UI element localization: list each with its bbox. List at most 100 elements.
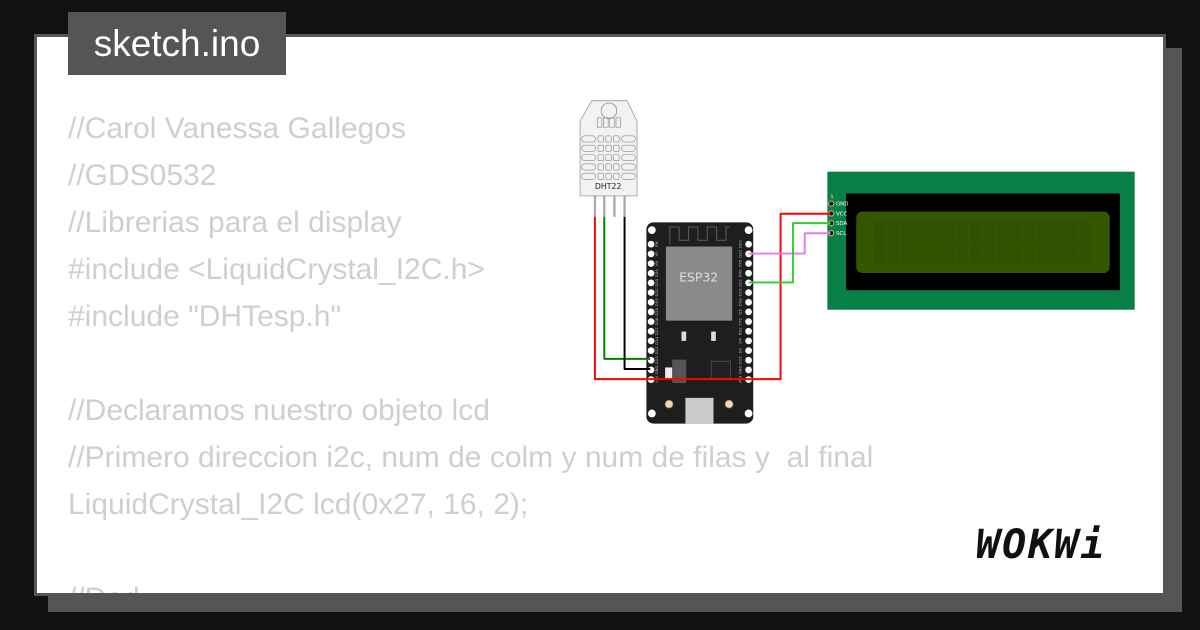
esp32-pin-tx0[interactable] [745,260,752,267]
esp32-pin-gnd[interactable] [745,366,752,374]
usb-port [685,397,714,424]
lcd-char-cell [1037,220,1050,242]
esp32-pin-d19[interactable] [745,289,752,296]
esp32-pin-label: TX2 [738,317,743,326]
code-line: //Librerias para el display [68,206,402,239]
esp32-label: ESP32 [679,270,718,285]
lcd-pin-label: VCC [836,211,848,217]
wire-gnd [623,216,651,370]
lcd-char-cell [942,242,955,263]
esp32-pin-d33[interactable] [647,298,655,306]
code-line: //Primero direccion i2c, num de colm y n… [68,441,874,474]
esp32-pin-label: GND [738,365,743,374]
lcd-pin-gnd[interactable] [828,200,835,207]
lcd-char-cell [1078,220,1091,242]
esp32-pin-d14[interactable] [647,337,655,345]
lcd-pin1-marker: 1 [830,194,833,200]
esp32-pin-d5[interactable] [745,308,752,316]
lcd-char-cell [956,220,968,242]
dht22-sensor[interactable]: DHT22 [579,100,638,217]
lcd-char-cell [956,242,968,263]
code-line: #include <LiquidCrystal_I2C.h> [68,253,485,286]
esp32-pin-d35[interactable] [647,279,655,287]
code-line: //Dod [68,575,873,593]
esp32-pin-en[interactable] [647,240,655,248]
dht22-vent-grid [581,117,636,180]
esp32-pin-d25[interactable] [647,308,655,316]
lcd-char-cell [1065,220,1077,242]
lcd-char-cell [887,242,900,263]
code-line: //GDS0532 [68,159,217,192]
lcd-char-cell [983,242,996,263]
lcd-char-cell [969,220,982,242]
lcd-char-cell [901,220,914,242]
esp32-pin-d27[interactable] [647,327,655,335]
lcd-screen [856,211,1110,274]
esp32-pin-d15[interactable] [745,356,752,364]
esp32-pin-rx0[interactable] [745,269,752,277]
wire-vcc [593,212,831,381]
esp32-pin-d2[interactable] [745,347,752,354]
lcd-char-cell [928,242,941,263]
lcd-char-cell [1010,242,1023,263]
esp32-pin-d23[interactable] [745,240,752,248]
esp32-pin-label: D19 [738,288,743,296]
esp32-pin-d26[interactable] [647,318,655,325]
esp32-pin-label: D15 [738,356,743,364]
code-preview: //Carol Vanessa Gallegos //GDS0532 //Libre… [68,105,874,593]
esp32-pin-label: D18 [738,298,743,306]
esp32-pin-label: D14 [654,336,659,344]
esp32-pin-label: D26 [654,317,659,325]
esp32-pin-d34[interactable] [647,269,655,277]
esp32-pin-label: D34 [654,269,659,277]
esp32-pin-label: GND [654,365,659,374]
lcd-char-cell [997,242,1009,263]
esp32-pin-label: D13 [654,356,659,364]
esp32-pin-label: D35 [654,278,659,286]
lcd-char-cell [874,242,886,263]
lcd-char-cell [874,220,886,242]
lcd-pin-label: SDA [836,221,848,227]
code-line: //Carol Vanessa Gallegos [68,112,406,145]
esp32-pin-label: VN [654,261,659,267]
lcd-char-cell [1010,220,1023,242]
lcd-char-cell [1078,242,1091,263]
lcd-char-cell [1024,220,1037,242]
esp32-pin-label: VP [654,251,659,257]
esp32-pin-label: TX0 [738,259,743,268]
esp32-pin-label: D25 [654,307,659,315]
esp32-pin-label: D21 [738,278,743,286]
esp32-board[interactable]: ESP32 ENVPVND34D35D32D33D25D26D27D14D12D… [646,222,754,424]
dht22-label: DHT22 [595,182,622,191]
lcd-char-cell [1065,242,1077,263]
esp32-pin-tx2[interactable] [745,318,752,325]
lcd-char-cell [983,220,996,242]
esp32-pin-vn[interactable] [647,260,655,267]
file-tab[interactable]: sketch.ino [68,12,286,75]
esp32-pin-label: D23 [738,240,743,248]
esp32-pin-vp[interactable] [647,250,655,258]
esp32-pin-d32[interactable] [647,289,655,296]
code-line: #include "DHTesp.h" [68,300,342,333]
lcd-char-cell [1051,242,1064,263]
esp32-pin-rx2[interactable] [745,327,752,335]
esp32-pin-label: RX2 [738,327,743,335]
esp32-pin-label: D27 [654,327,659,335]
wokwi-logo: WOKWi [976,522,1107,568]
reset-button[interactable] [724,399,734,409]
lcd-char-cell [942,220,955,242]
esp32-pin-label: EN [654,241,659,246]
lcd-char-cell [1024,242,1037,263]
boot-button[interactable] [664,399,674,409]
code-line: LiquidCrystal_I2C lcd(0x27, 16, 2); [68,488,529,521]
esp32-pin-d4[interactable] [745,337,752,345]
lcd-pin-label: SCL [836,231,847,237]
esp32-pin-d18[interactable] [745,298,752,306]
esp32-chip [665,246,733,321]
esp32-pin-label: D12 [654,346,659,354]
esp32-pin-d12[interactable] [647,347,655,354]
wire-scl [748,232,831,255]
esp32-pin-label: D33 [654,298,659,306]
